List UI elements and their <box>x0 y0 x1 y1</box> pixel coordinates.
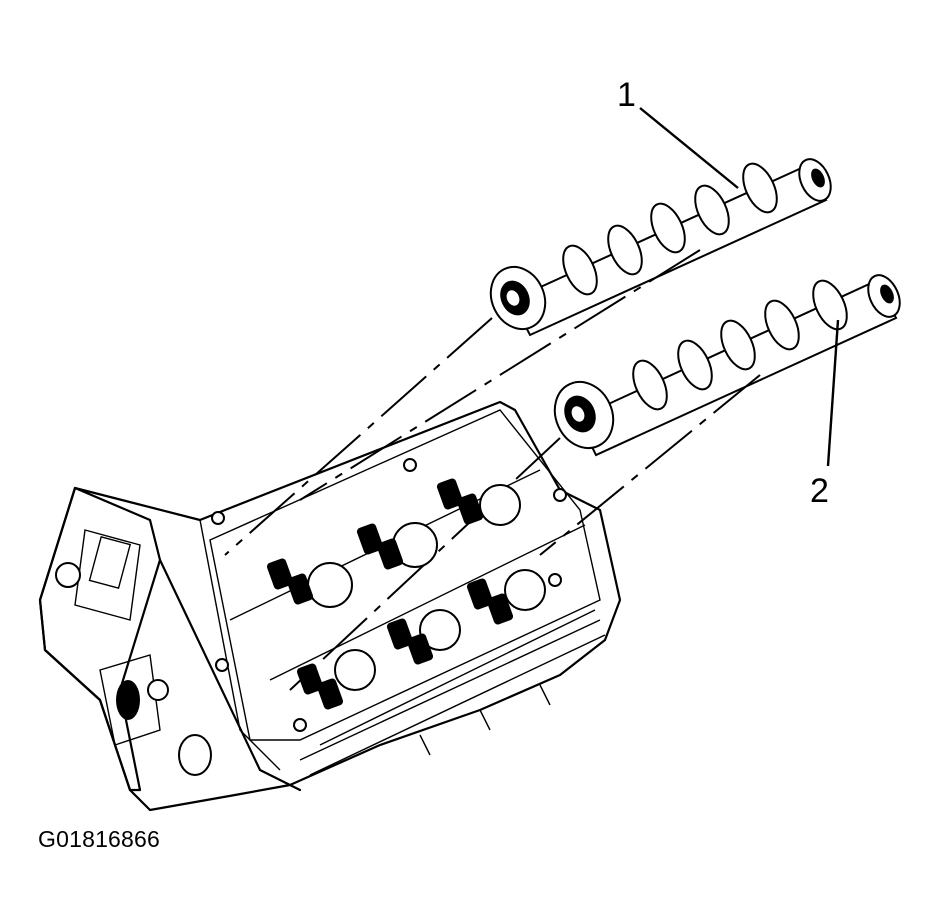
installation-guide-lines <box>224 249 761 691</box>
camshaft-2 <box>553 274 901 457</box>
camshaft-1 <box>489 158 832 337</box>
cylinder-head <box>38 400 622 812</box>
callout-label-2: 2 <box>810 472 829 510</box>
callout-leaders <box>639 107 840 467</box>
callout-label-1: 1 <box>617 76 636 114</box>
figure-id-label: G01816866 <box>38 826 161 852</box>
